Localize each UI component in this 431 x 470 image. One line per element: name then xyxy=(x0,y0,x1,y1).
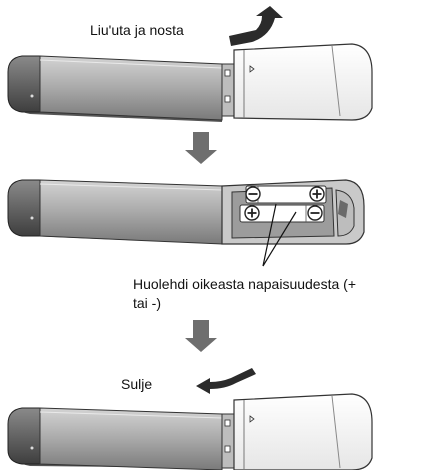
close-arrow-icon xyxy=(196,368,256,394)
battery-bottom-plus-sign xyxy=(244,205,260,221)
step3-caption: Sulje xyxy=(121,376,153,392)
down-arrow-icon xyxy=(185,320,217,352)
battery-bottom-minus-sign xyxy=(307,205,323,221)
remote-step3 xyxy=(7,393,373,470)
step2-caption-line2: tai -) xyxy=(133,295,161,311)
slide-lift-arrow-icon xyxy=(229,6,283,46)
remote-step1 xyxy=(7,43,373,122)
polarity-leader-lines xyxy=(262,203,297,267)
battery-top-plus-sign xyxy=(309,186,325,202)
step2-caption-line1: Huolehdi oikeasta napaisuudesta (+ xyxy=(133,276,356,292)
down-arrow-icon xyxy=(185,132,217,164)
step1-caption: Liu'uta ja nosta xyxy=(90,22,184,38)
battery-top-minus-sign xyxy=(245,186,261,202)
